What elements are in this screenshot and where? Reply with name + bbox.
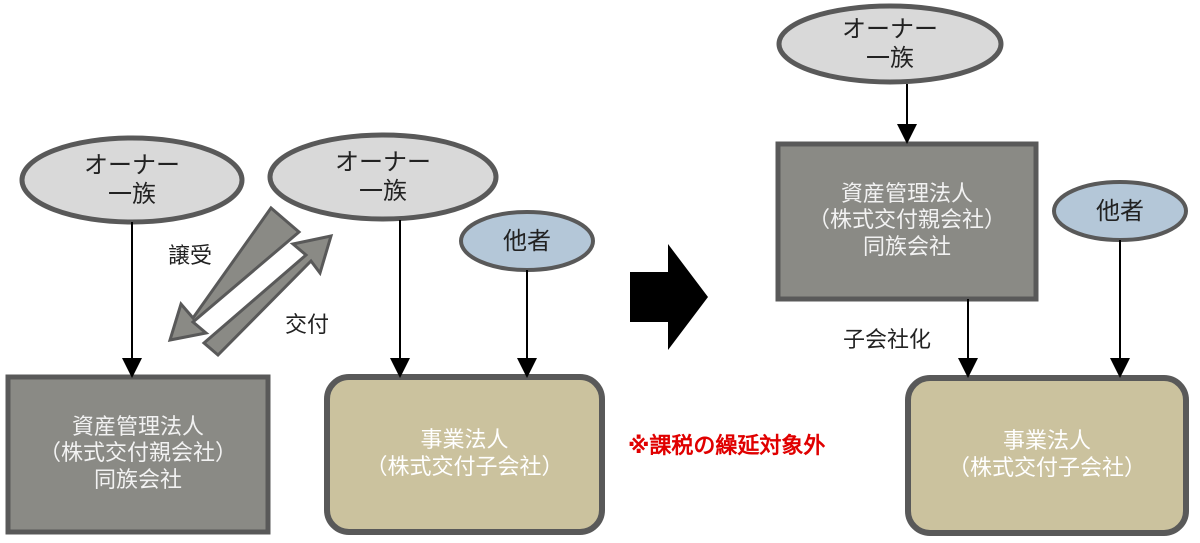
owner-family-label-left: オーナー 一族 [84, 151, 180, 208]
other-party-label-right: 他者 [1096, 196, 1144, 225]
holding-company-label-right: 資産管理法人 （株式交付親会社） 同族会社 [807, 181, 1006, 260]
transfer-label: 譲受 [168, 244, 213, 269]
transition-arrow [630, 244, 708, 350]
business-company-label-right: 事業法人 （株式交付子会社） [947, 429, 1146, 481]
tax-deferral-note: ※課税の繰延対象外 [628, 434, 826, 459]
business-company-box-left [324, 374, 605, 535]
business-company-box-right [905, 375, 1189, 536]
holding-company-box-right [775, 141, 1039, 302]
owner-family-ellipse-right [776, 3, 1004, 85]
transfer-arrow [167, 205, 302, 342]
owner-family-label-right: オーナー 一族 [842, 15, 938, 72]
issue-arrow [201, 234, 334, 358]
business-company-label-left: 事業法人 （株式交付子会社） [365, 428, 564, 480]
owner-family-label-middle: オーナー 一族 [335, 148, 431, 205]
issue-label: 交付 [285, 313, 330, 338]
subsidiary-label: 子会社化 [843, 328, 932, 353]
other-party-label-left: 他者 [503, 226, 551, 255]
holding-company-label-left: 資産管理法人 （株式交付親会社） 同族会社 [38, 414, 237, 493]
owner-family-ellipse-middle [267, 132, 499, 222]
